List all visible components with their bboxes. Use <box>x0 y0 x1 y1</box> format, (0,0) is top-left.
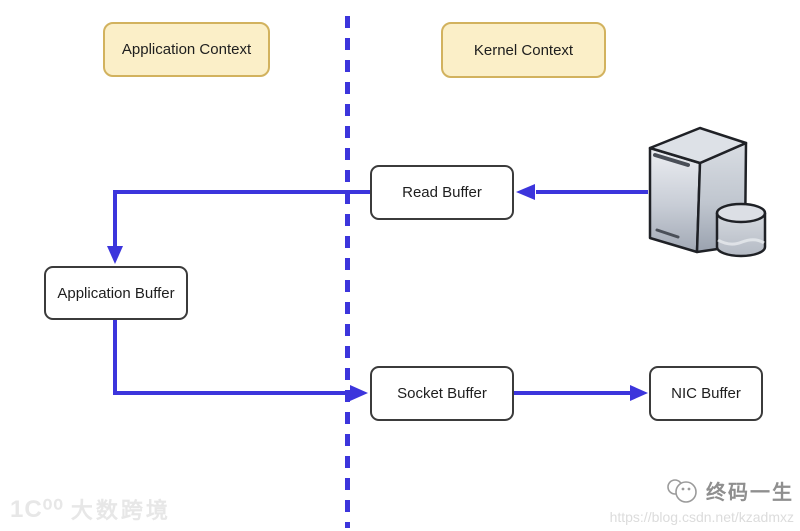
watermark-brand-text: 终码一生 <box>706 482 794 504</box>
arrow-server-to-read-buffer <box>516 184 648 200</box>
arrow-application-buffer-to-socket-buffer <box>113 320 368 401</box>
server-with-disk-icon <box>648 126 767 258</box>
dashu-logo-icon: 1Ϲ⁰⁰ <box>10 496 64 523</box>
arrow-read-buffer-to-application-buffer <box>107 190 370 264</box>
node-read-buffer: Read Buffer <box>370 165 514 220</box>
label-kernel-context: Kernel Context <box>441 22 606 78</box>
watermark-bottom-left: 1Ϲ⁰⁰ 大数跨境 <box>10 498 171 522</box>
watermark-bottom-right: 终码一生 https://blog.csdn.net/kzadmxz <box>610 476 794 525</box>
label-application-context: Application Context <box>103 22 270 77</box>
arrow-socket-buffer-to-nic-buffer <box>514 385 648 401</box>
node-nic-buffer: NIC Buffer <box>649 366 763 421</box>
node-socket-buffer: Socket Buffer <box>370 366 514 421</box>
watermark-url-text: https://blog.csdn.net/kzadmxz <box>609 509 794 525</box>
watermark-left-text: 大数跨境 <box>70 498 171 523</box>
chat-bubbles-icon <box>667 478 697 503</box>
node-application-buffer: Application Buffer <box>44 266 188 320</box>
